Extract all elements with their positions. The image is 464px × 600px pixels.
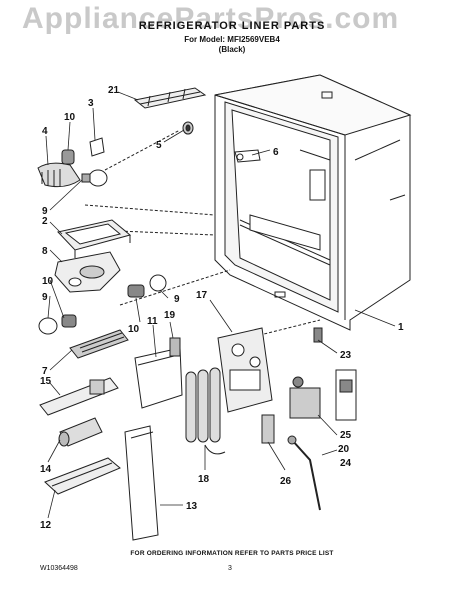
part-26-mount xyxy=(261,414,275,444)
leader-lines xyxy=(45,91,396,519)
part-14-filter xyxy=(58,417,103,447)
callout-labels: 1 2 3 4 5 6 7 8 9 9 9 10 10 10 11 12 13 … xyxy=(40,85,404,531)
callout-11: 11 xyxy=(147,316,158,327)
callout-8: 8 xyxy=(42,246,48,257)
callout-13: 13 xyxy=(186,501,198,512)
callout-15: 15 xyxy=(40,376,52,387)
callout-26: 26 xyxy=(280,476,292,487)
callout-9-left: 9 xyxy=(42,292,48,303)
part-5-bushing xyxy=(182,121,194,135)
ordering-note: FOR ORDERING INFORMATION REFER TO PARTS … xyxy=(130,550,334,557)
callout-25: 25 xyxy=(340,430,352,441)
part-2-frame xyxy=(57,219,132,258)
document-number: W10364498 xyxy=(40,565,78,572)
part-15-filter-head xyxy=(39,377,119,416)
callout-6: 6 xyxy=(273,147,279,158)
page-title: REFRIGERATOR LINER PARTS xyxy=(138,20,326,32)
part-9-bulb-top xyxy=(81,169,108,187)
watermark: AppliancePartsPros.com xyxy=(22,2,400,35)
part-10-socket-left xyxy=(61,314,77,328)
callout-14: 14 xyxy=(40,464,52,475)
part-7-lens xyxy=(69,329,129,359)
part-21-vent xyxy=(133,87,207,109)
part-20-valve xyxy=(289,376,321,419)
part-18-tubes xyxy=(185,367,226,455)
part-3-shield xyxy=(89,137,105,157)
part-9-bulb-left xyxy=(38,317,58,335)
model-number: For Model: MFI2569VEB4 xyxy=(184,35,280,44)
callout-10-top: 10 xyxy=(64,112,76,123)
callout-4: 4 xyxy=(42,126,48,137)
part-6-clip xyxy=(234,149,261,163)
part-12-filter-cover xyxy=(44,457,121,495)
part-10-socket-top xyxy=(61,149,75,165)
callout-5: 5 xyxy=(156,140,162,151)
part-4-housing xyxy=(37,162,81,188)
callout-19: 19 xyxy=(164,310,176,321)
callout-10-middle: 10 xyxy=(128,324,140,335)
callout-9-top: 9 xyxy=(42,206,48,217)
callout-21: 21 xyxy=(108,85,120,96)
part-8-control-housing xyxy=(54,251,121,293)
callout-23: 23 xyxy=(340,350,352,361)
callout-10-left: 10 xyxy=(42,276,54,287)
callout-9-right: 9 xyxy=(174,294,180,305)
callout-24: 24 xyxy=(340,458,352,469)
callout-2: 2 xyxy=(42,216,48,227)
liner-cabinet xyxy=(214,74,412,331)
callout-18: 18 xyxy=(198,474,210,485)
callout-7: 7 xyxy=(42,366,48,377)
part-24-tube xyxy=(287,435,321,511)
callout-20: 20 xyxy=(338,444,350,455)
part-11-bracket xyxy=(134,347,183,409)
callout-12: 12 xyxy=(40,520,52,531)
part-23-connector xyxy=(313,327,323,343)
callout-3: 3 xyxy=(88,98,94,109)
part-10-socket-middle xyxy=(127,284,145,298)
part-13-panel xyxy=(124,425,159,541)
callout-1: 1 xyxy=(398,322,404,333)
part-9-bulb-right xyxy=(149,274,167,292)
part-17-control-box xyxy=(217,327,273,413)
page-number: 3 xyxy=(228,565,232,572)
part-25-bracket xyxy=(335,369,357,421)
color-label: (Black) xyxy=(218,45,246,54)
part-19-sensor xyxy=(169,337,181,357)
callout-17: 17 xyxy=(196,290,208,301)
